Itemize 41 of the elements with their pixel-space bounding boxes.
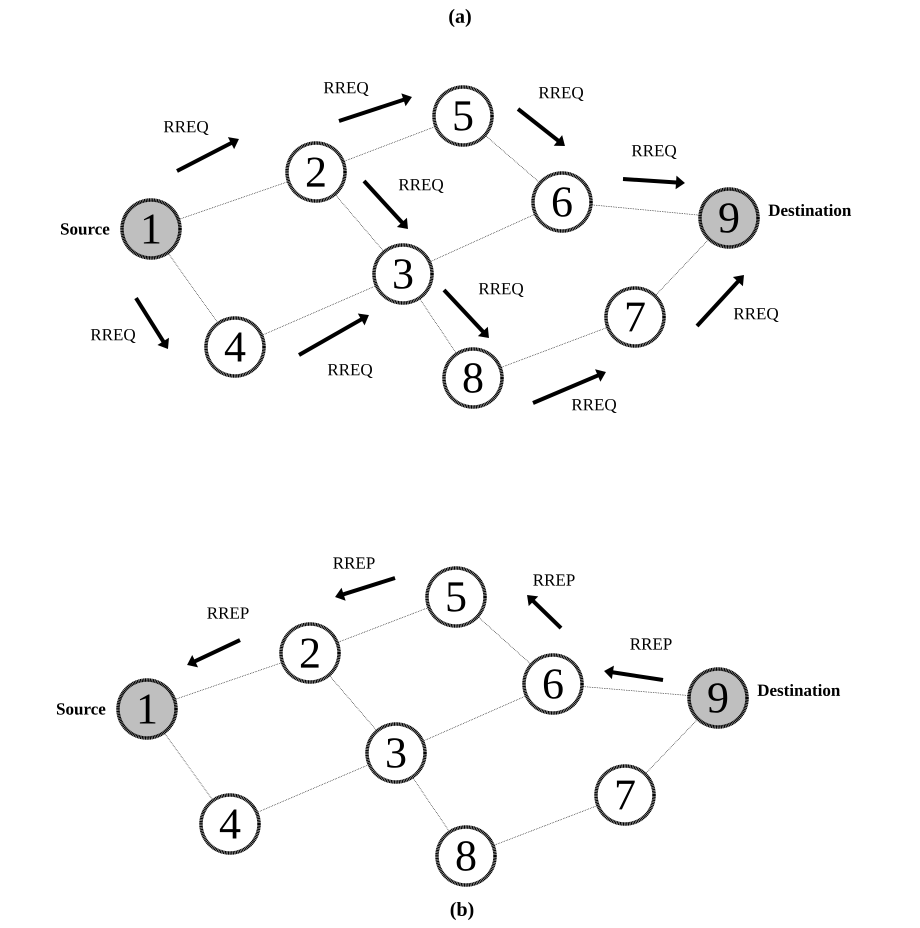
node-caption: Destination bbox=[768, 204, 852, 216]
node-caption: Destination bbox=[758, 684, 840, 696]
link-line bbox=[420, 299, 456, 353]
link-line bbox=[412, 778, 450, 831]
link-line bbox=[424, 696, 526, 741]
link-line bbox=[262, 286, 376, 336]
link-line bbox=[501, 327, 607, 368]
link-line bbox=[583, 686, 688, 696]
link-line bbox=[430, 214, 534, 262]
link-line bbox=[486, 136, 540, 182]
link-line bbox=[168, 254, 218, 322]
message-label: RREP bbox=[333, 557, 375, 569]
node-caption: Source bbox=[56, 703, 106, 715]
message-label: RREQ bbox=[572, 399, 616, 414]
message-label: RREQ bbox=[478, 283, 524, 297]
node-caption: Source bbox=[60, 223, 110, 235]
message-label: RREQ bbox=[398, 179, 444, 193]
message-label: RREP bbox=[630, 638, 672, 650]
link-line bbox=[656, 240, 708, 296]
link-line bbox=[258, 764, 368, 812]
link-line bbox=[164, 734, 212, 800]
message-label: RREQ bbox=[734, 308, 778, 322]
message-label: RREP bbox=[207, 607, 249, 619]
link-line bbox=[336, 195, 384, 251]
message-label: RREP bbox=[533, 574, 575, 586]
link-line bbox=[478, 617, 530, 664]
message-label: RREQ bbox=[538, 87, 584, 101]
link-line bbox=[646, 720, 698, 774]
message-label: RREQ bbox=[632, 145, 676, 159]
link-line bbox=[338, 608, 428, 642]
panel-label: (a) bbox=[449, 8, 471, 28]
link-line bbox=[330, 676, 376, 730]
link-line bbox=[176, 662, 282, 700]
message-label: RREQ bbox=[90, 329, 136, 344]
message-label: RREQ bbox=[324, 82, 368, 96]
message-label: RREQ bbox=[328, 364, 372, 378]
link-line bbox=[592, 204, 699, 216]
link-line bbox=[344, 126, 435, 162]
link-line bbox=[494, 806, 597, 846]
message-label: RREQ bbox=[164, 121, 208, 135]
link-line bbox=[180, 182, 288, 220]
